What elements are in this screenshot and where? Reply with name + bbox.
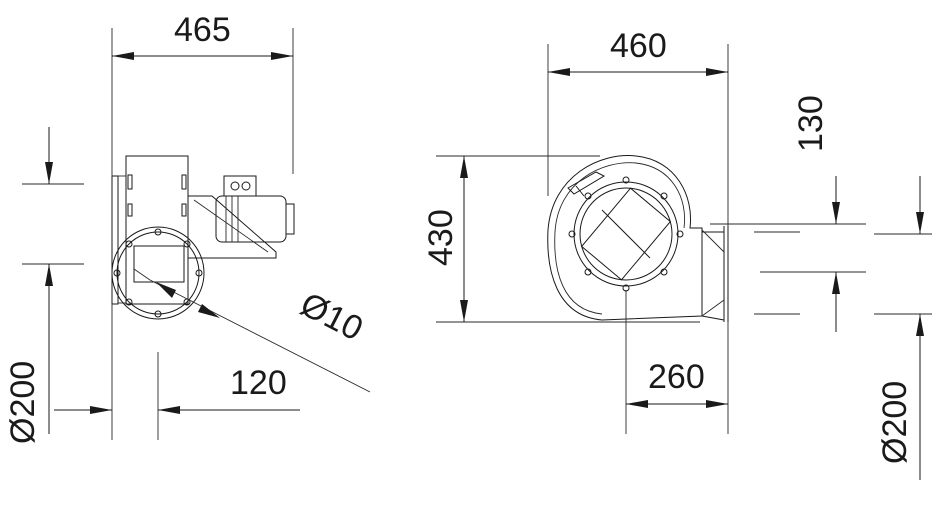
shaft-offset-label: 120 <box>230 364 287 402</box>
front-view <box>547 155 729 322</box>
dimension-side-width: 465 <box>111 11 294 176</box>
dimension-front-width: 460 <box>547 27 729 226</box>
dimension-inlet-diameter: Ø200 <box>4 127 84 444</box>
side-width-label: 465 <box>174 11 231 49</box>
dimension-height: 430 <box>422 155 700 323</box>
side-view <box>111 155 371 393</box>
outlet-depth-label: 260 <box>648 358 705 396</box>
inlet-diameter-label: Ø200 <box>4 361 42 444</box>
outlet-diameter-label: Ø200 <box>876 381 914 464</box>
outlet-offset-label: 130 <box>792 95 830 152</box>
dimension-shaft-offset: 120 <box>54 304 300 440</box>
front-width-label: 460 <box>610 27 667 65</box>
dimension-outlet-depth: 260 <box>625 290 729 434</box>
dimension-outlet-offset: 130 <box>710 95 866 332</box>
height-label: 430 <box>422 209 460 266</box>
dimension-outlet-diameter: Ø200 <box>874 176 932 480</box>
hole-diameter-label: Ø10 <box>294 285 369 348</box>
